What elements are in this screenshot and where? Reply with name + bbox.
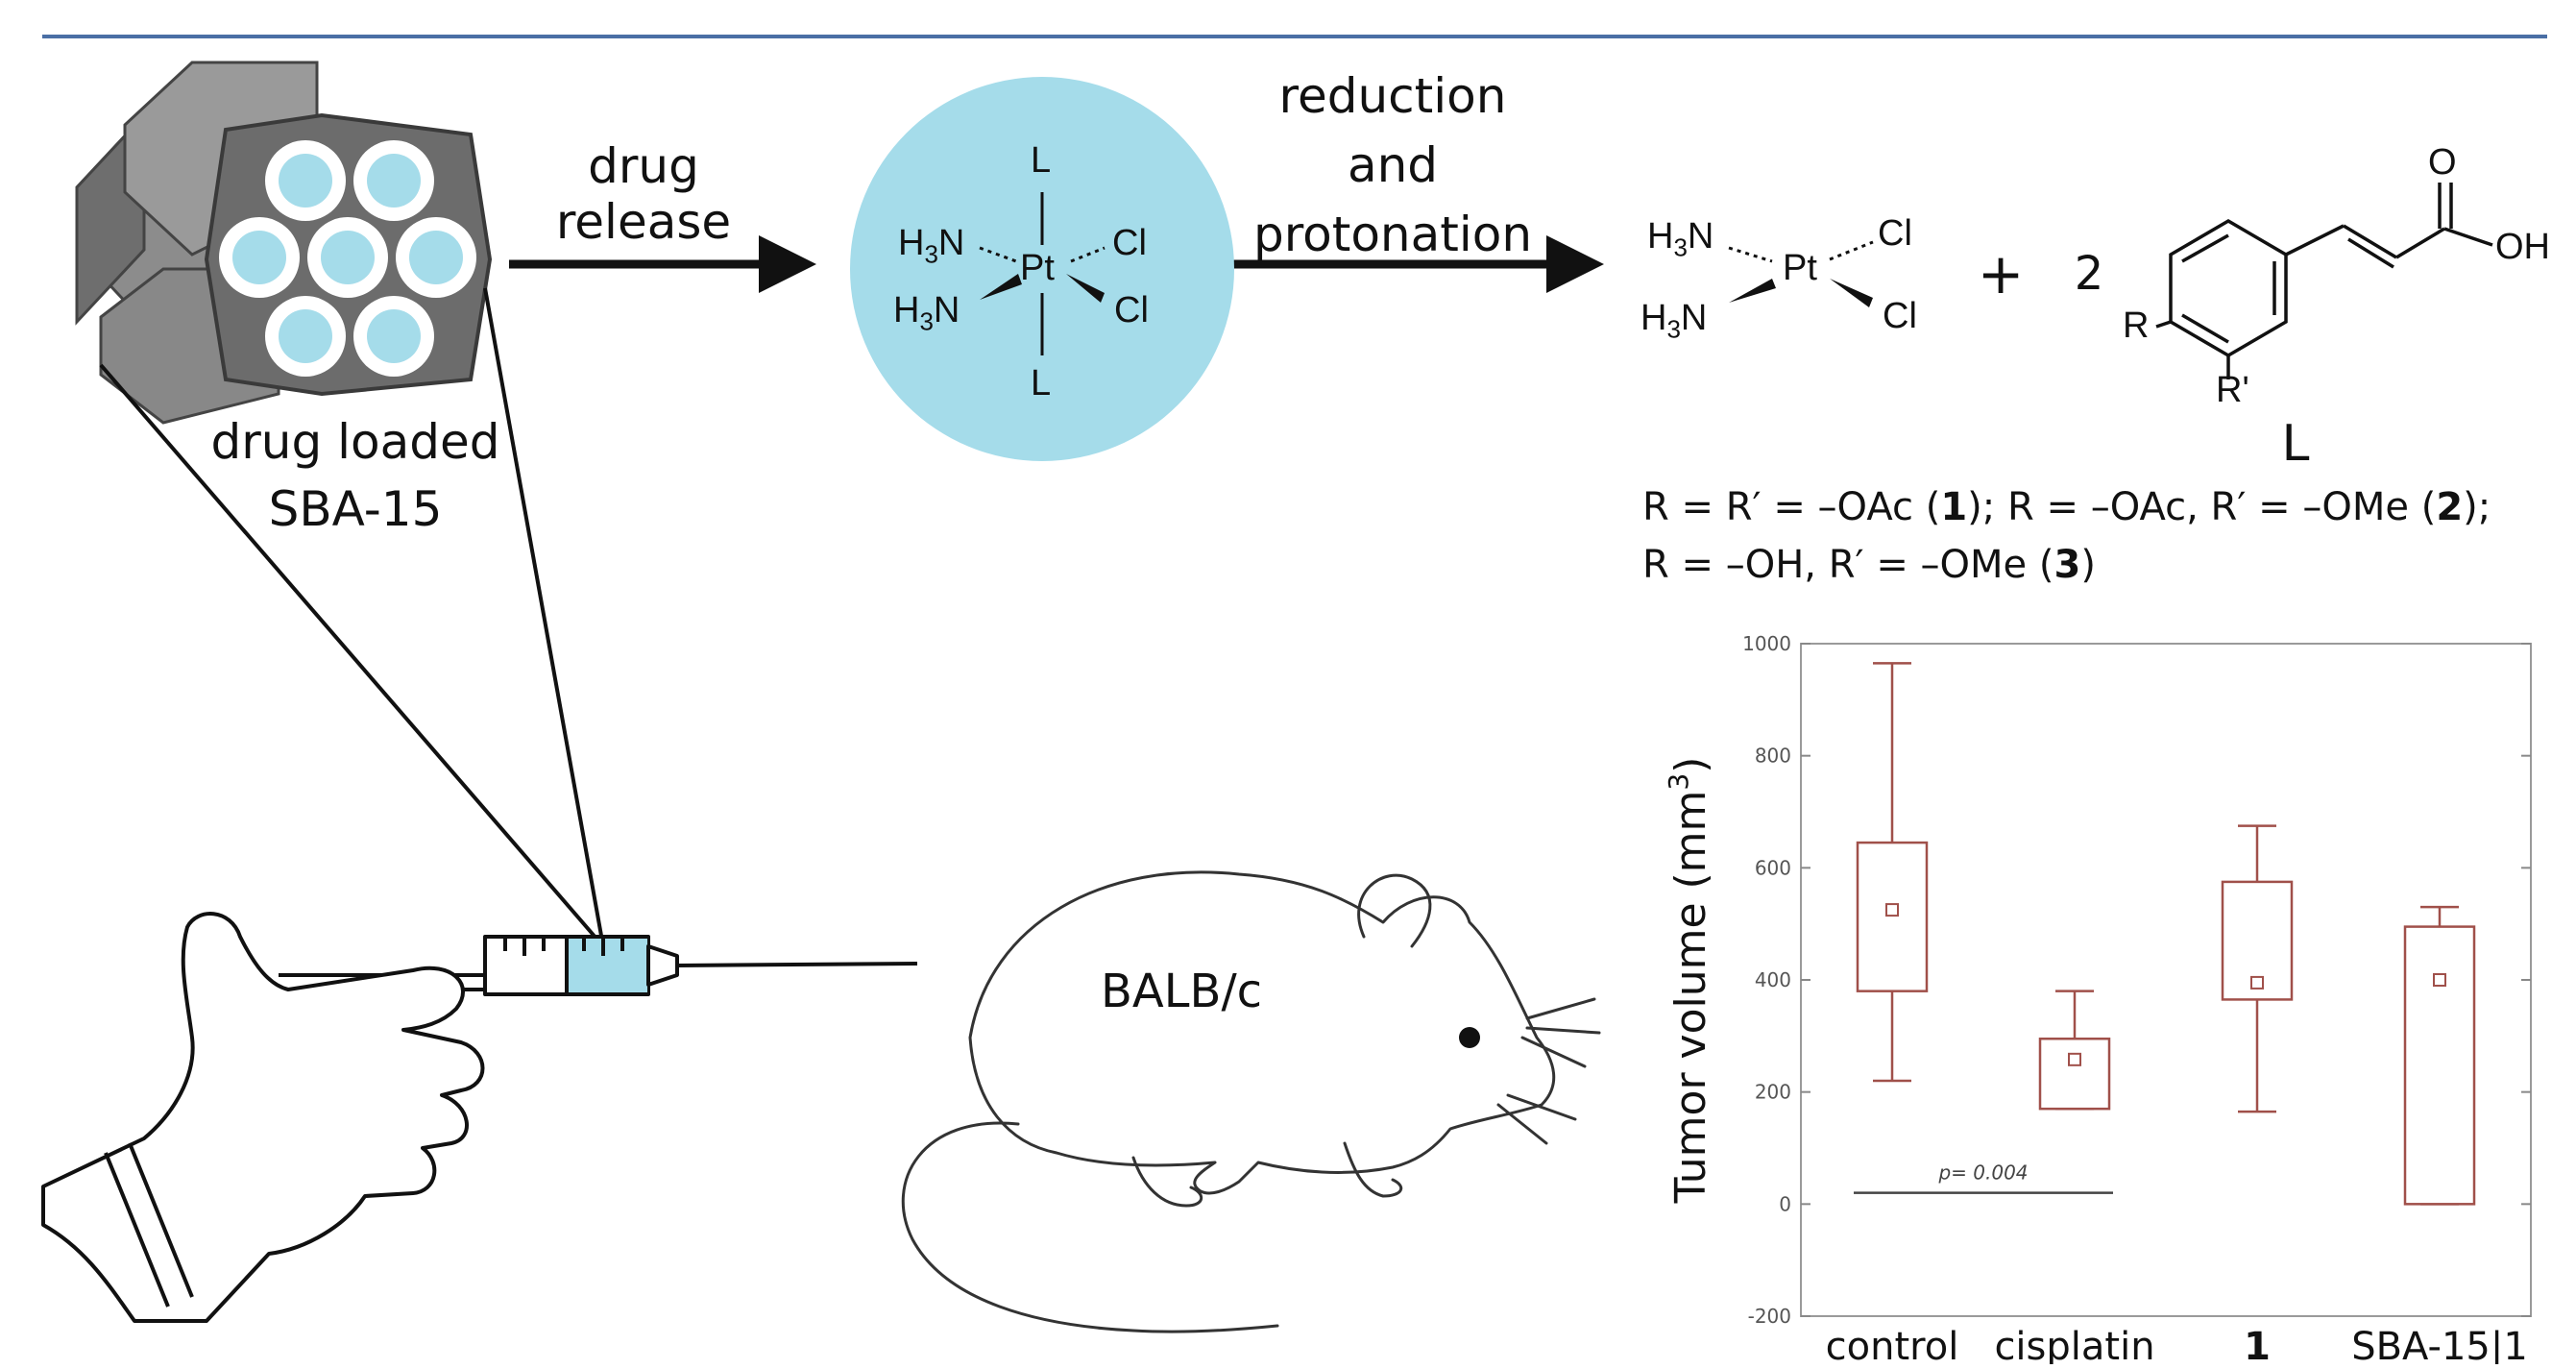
mean-marker bbox=[2250, 975, 2264, 990]
y-tick-label: -200 bbox=[1748, 1305, 1791, 1328]
syringe bbox=[279, 935, 918, 996]
mouse-illustration bbox=[901, 870, 1601, 1333]
arrow-drug-release bbox=[509, 235, 816, 293]
mouse-tail bbox=[901, 1121, 1279, 1333]
y-tick-label: 1000 bbox=[1742, 632, 1791, 655]
x-category-label: 1 bbox=[2244, 1325, 2271, 1364]
mean-marker bbox=[1885, 903, 1899, 917]
cisplatin-cl-bottom: Cl bbox=[1883, 296, 1917, 336]
box-0 bbox=[1856, 662, 1929, 1083]
ligand-hydroxyl: OH bbox=[2495, 227, 2550, 267]
pt4-center: Pt bbox=[1020, 248, 1055, 288]
label-sba15: SBA-15 bbox=[268, 481, 443, 537]
box-iqr bbox=[1856, 841, 1929, 992]
y-tick-label: 600 bbox=[1755, 856, 1791, 879]
y-tick-label: 800 bbox=[1755, 745, 1791, 768]
stoichiometric-coefficient: 2 bbox=[2074, 247, 2104, 301]
ligand-r-prime: R' bbox=[2216, 370, 2249, 410]
ligand-r: R bbox=[2123, 306, 2150, 346]
box-1 bbox=[2038, 990, 2111, 1111]
box-2 bbox=[2221, 824, 2294, 1113]
ligand-structure bbox=[2155, 183, 2493, 379]
label-protonation: protonation bbox=[1252, 207, 1533, 262]
p-value-label: p= 0.004 bbox=[1937, 1161, 2028, 1185]
box-3 bbox=[2403, 905, 2476, 1206]
cisplatin-nh3-top: H3N bbox=[1647, 216, 1714, 262]
mouse-ear bbox=[1357, 873, 1432, 948]
pt4-nh3-bottom: H3N bbox=[893, 290, 960, 336]
label-drug-release: drug release bbox=[533, 138, 754, 250]
zoom-line-right bbox=[483, 287, 605, 947]
pt4-cl-bottom: Cl bbox=[1114, 290, 1149, 330]
zoom-line-left bbox=[99, 363, 605, 948]
x-axis-categories: control cisplatin 1 SBA-15|1 bbox=[1826, 1325, 2528, 1364]
gloved-hand bbox=[41, 912, 485, 1323]
y-tick-label: 400 bbox=[1755, 968, 1791, 991]
label-release: release bbox=[555, 193, 732, 250]
y-axis-label: Tumor volume (mm3) bbox=[1663, 757, 1715, 1205]
label-mouse-strain: BALB/c bbox=[1101, 965, 1262, 1018]
mean-marker bbox=[2068, 1052, 2081, 1066]
pt4-cl-top: Cl bbox=[1112, 223, 1147, 263]
cisplatin-cl-top: Cl bbox=[1878, 213, 1912, 254]
y-tick-label: 200 bbox=[1755, 1081, 1791, 1104]
significance-annotation: p= 0.004 bbox=[1854, 1161, 2113, 1194]
sba15-particle bbox=[75, 61, 493, 425]
arrow-reduction bbox=[1225, 235, 1604, 293]
pt-complex-bonds bbox=[979, 192, 1106, 355]
label-drug-loaded-sba15: drug loaded SBA-15 bbox=[187, 408, 523, 543]
x-category-label: control bbox=[1826, 1325, 1959, 1364]
ligand-label: L bbox=[2281, 415, 2310, 473]
mouse-whiskers bbox=[1496, 997, 1601, 1145]
mouse-eye bbox=[1459, 1027, 1480, 1048]
mouse-front-leg bbox=[1343, 1141, 1403, 1198]
cisplatin-nh3-bottom: H3N bbox=[1640, 298, 1708, 344]
pores bbox=[219, 140, 476, 377]
label-reduction-protonation: reduction and protonation bbox=[1229, 61, 1556, 269]
cisplatin-pt: Pt bbox=[1783, 248, 1817, 288]
pt4-nh3-top: H3N bbox=[898, 223, 965, 269]
x-category-label: cisplatin bbox=[1994, 1325, 2154, 1364]
ligand-oxygen: O bbox=[2428, 142, 2457, 183]
mouse-body bbox=[968, 870, 1556, 1195]
box-iqr bbox=[2038, 1038, 2111, 1111]
plus-sign: + bbox=[1977, 241, 2025, 306]
mean-marker bbox=[2433, 973, 2446, 987]
label-drug: drug bbox=[588, 138, 699, 194]
pt4-ligand-top: L bbox=[1031, 140, 1052, 181]
formula-line-1: R = R′ = –OAc (1); R = –OAc, R′ = –OMe (… bbox=[1642, 485, 2491, 529]
box-iqr bbox=[2403, 925, 2476, 1206]
y-axis-ticks: -200 0 200 400 600 800 1000 bbox=[1742, 632, 2531, 1328]
label-drug-loaded: drug loaded bbox=[210, 414, 500, 470]
label-reduction: reduction bbox=[1278, 68, 1507, 124]
box-series bbox=[1856, 662, 2476, 1206]
label-and: and bbox=[1347, 137, 1439, 193]
x-category-label: SBA-15|1 bbox=[2351, 1325, 2528, 1364]
formula-line-2: R = –OH, R′ = –OMe (3) bbox=[1642, 543, 2096, 587]
mouse-hind-leg bbox=[1131, 1156, 1203, 1208]
hand-syringe bbox=[41, 912, 918, 1323]
tumor-volume-chart: -200 0 200 400 600 800 1000 p= 0.004 Tumor vol… bbox=[1663, 632, 2532, 1364]
pt4-ligand-bottom: L bbox=[1031, 363, 1052, 403]
cisplatin-bonds bbox=[1728, 240, 1874, 307]
pt-complex-circle bbox=[850, 77, 1234, 461]
y-tick-label: 0 bbox=[1779, 1192, 1791, 1215]
